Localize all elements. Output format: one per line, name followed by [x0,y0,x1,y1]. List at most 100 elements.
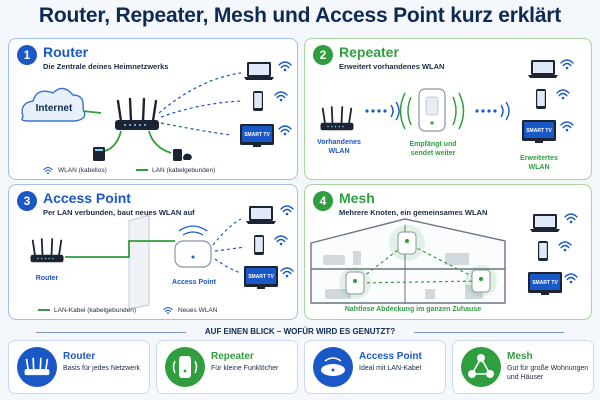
router-icon [319,106,355,132]
panel-subtitle: Mehrere Knoten, ein gemeinsames WLAN [339,208,488,217]
wifi-icon [163,307,173,315]
internet-label: Internet [35,103,73,114]
panel-number: 1 [17,45,37,65]
wifi-icon [556,89,570,101]
tv-label: SMART TV [244,132,270,138]
glance-desc: Ideal mit LAN-Kabel [359,365,422,372]
panel-number: 3 [17,191,37,211]
glance-name: Access Point [359,351,422,362]
mesh-node-icon [471,269,491,293]
wifi-icon [274,91,288,103]
wifi-icon [558,241,572,253]
wall [128,214,150,310]
mesh-panel: 4 Mesh Mehrere Knoten, ein gemeinsames W… [304,184,592,320]
glance-desc: Gut für große Wohnungen und Häuser [507,365,589,381]
access-point-diagram: SMART TV [29,205,294,310]
glance-name: Mesh [507,351,533,362]
access-point-label: Access Point [172,279,216,286]
repeater-icon [399,88,465,132]
panel-subtitle: Per LAN verbunden, baut neues WLAN auf [43,208,195,217]
signal-dots [475,101,510,121]
wifi-icon [560,121,574,133]
pc-icon [93,147,105,161]
divider [36,332,186,333]
repeater-icon [165,347,205,387]
laptop-icon [530,214,560,232]
receive-send-label: Empfängt und sendet weiter [409,141,457,157]
console-icon [173,149,192,161]
tv-label: SMART TV [532,280,558,286]
glance-desc: Für kleine Funklöcher [211,365,279,372]
wifi-links [212,218,246,274]
divider [414,332,564,333]
router-label: Router [35,275,59,282]
phone-icon [538,241,548,261]
wifi-icon [280,205,294,217]
router-diagram: SMART TV [21,61,292,161]
glance-name: Router [63,351,96,362]
wifi-icon [560,59,574,71]
panel-number: 4 [313,191,333,211]
mesh-footer: Nahtlose Abdeckung im ganzen Zuhause [344,306,482,313]
phone-icon [536,89,546,109]
lan-line-icon [136,169,148,171]
tv-label: SMART TV [248,274,274,280]
phone-icon [253,91,263,111]
smart-tv-icon: SMART TV [240,124,274,147]
access-point-panel: 3 Access Point Per LAN verbunden, baut n… [8,184,298,320]
router-icon [17,347,57,387]
legend-lan-label: LAN-Kabel (kabelgebunden) [54,306,137,314]
glance-card-mesh: Mesh Gut für große Wohnungen und Häuser [452,340,594,394]
repeater-diagram: SMART TV [319,59,574,143]
wifi-icon [274,235,288,247]
panel-title: Access Point [43,190,131,206]
legend-wlan: WLAN (kabellos) [41,165,107,175]
wifi-icon [280,267,294,278]
repeater-panel: 2 Repeater Erweitert vorhandenes WLAN [304,38,592,180]
wifi-icon [564,213,578,225]
legend-lan: LAN-Kabel (kabelgebunden) [37,305,136,315]
router-icon [113,97,161,132]
laptop-icon [246,206,276,224]
signal-dots [365,101,400,121]
wifi-icon [43,167,53,175]
smart-tv-icon: SMART TV [528,272,562,295]
panel-title: Repeater [339,44,399,60]
phone-icon [254,235,264,255]
extended-wlan-label: Erweitertes WLAN [520,155,558,171]
glance-card-repeater: Repeater Für kleine Funklöcher [156,340,298,394]
lan-line-icon [38,309,50,311]
legend-wlan-label: WLAN (kabellos) [58,166,107,174]
glance-card-access-point: Access Point Ideal mit LAN-Kabel [304,340,446,394]
panel-subtitle: Die Zentrale deines Heimnetzwerks [43,62,169,71]
access-point-icon [174,225,212,268]
smart-tv-icon: SMART TV [244,266,278,289]
wifi-icon [278,125,292,137]
legend-lan-label: LAN (kabelgebunden) [152,166,216,174]
wifi-links [158,72,242,136]
panel-number: 2 [313,45,333,65]
mesh-icon [461,347,501,387]
lan-cable [65,240,175,258]
access-point-icon [313,347,353,387]
wifi-icon [564,273,578,284]
laptop-icon [244,62,274,80]
router-panel: 1 Router Die Zentrale deines Heimnetzwer… [8,38,298,180]
mesh-node-icon [345,271,365,295]
glance-desc: Basis für jedes Netzwerk [63,365,141,372]
internet-cloud-icon [21,87,86,122]
wifi-icon [278,61,292,73]
page-title: Router, Repeater, Mesh und Access Point … [38,4,562,27]
existing-wlan-label: Vorhandenes WLAN [317,139,361,155]
glance-heading: AUF EINEN BLICK – WOFÜR WIRD ES GENUTZT? [204,327,396,336]
glance-name: Repeater [211,351,254,362]
legend-lan: LAN (kabelgebunden) [135,165,215,175]
lan-cable [82,110,102,114]
router-icon [29,238,65,264]
legend-wlan: Neues WLAN [161,305,217,315]
panel-subtitle: Erweitert vorhandenes WLAN [339,62,445,71]
panel-title: Router [43,44,89,60]
laptop-icon [528,60,558,78]
tv-label: SMART TV [526,128,552,134]
mesh-node-icon [397,231,417,255]
